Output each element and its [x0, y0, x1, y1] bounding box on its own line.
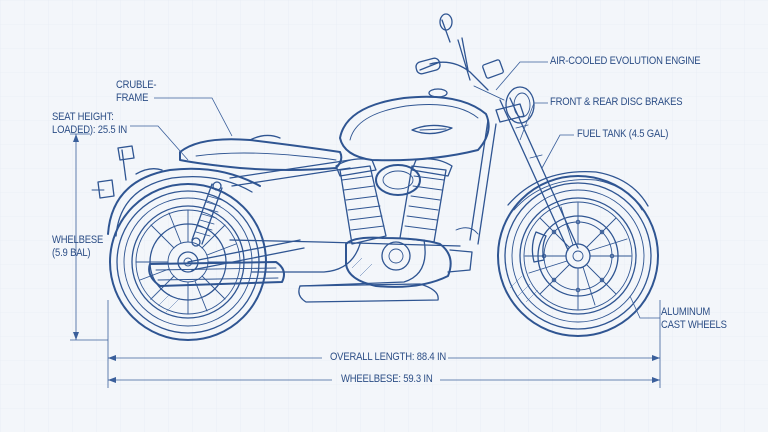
frame-callout-line1: CRUBLE- [116, 79, 157, 91]
dimension-lines [70, 133, 661, 388]
wheels-line2: CAST WHEELS [661, 319, 727, 331]
rear-shock [191, 181, 223, 247]
wheelbase-side-callout: WHELBESE (5.9 BAL) [52, 234, 103, 260]
brakes-callout: FRONT & REAR DISC BRAKES [550, 96, 683, 109]
wheels-line1: ALUMINUM [661, 306, 711, 318]
wheelbase-side-line2: (5.9 BAL) [52, 247, 91, 259]
wheelbase-label: WHEELBESE: 59.3 IN [341, 373, 433, 386]
seat-height-callout: SEAT HEIGHT: LOADED): 25.5 IN [52, 111, 127, 137]
brakes-callout-text: FRONT & REAR DISC BRAKES [550, 96, 683, 108]
seat-height-line1: SEAT HEIGHT: [52, 111, 114, 123]
wheels-callout: ALUMINUM CAST WHEELS [661, 306, 727, 332]
front-wheel [497, 175, 659, 337]
wheelbase-side-line1: WHELBESE [52, 234, 104, 246]
frame-callout: CRUBLE- FRAME [116, 79, 156, 105]
seat-height-line2: LOADED): 25.5 IN [52, 124, 128, 136]
engine-callout: AIR-COOLED EVOLUTION ENGINE [550, 55, 701, 68]
overall-length-label: OVERALL LENGTH: 88.4 IN [330, 351, 446, 364]
fuel-tank-callout: FUEL TANK (4.5 GAL) [577, 128, 668, 141]
overall-length-text: OVERALL LENGTH: 88.4 IN [330, 351, 447, 363]
frame [187, 119, 497, 271]
handlebar-headlight [415, 13, 535, 124]
exhaust [148, 239, 439, 303]
engine-callout-text: AIR-COOLED EVOLUTION ENGINE [550, 55, 701, 67]
wheelbase-text: WHEELBESE: 59.3 IN [341, 373, 433, 385]
leader-lines [130, 61, 660, 319]
frame-callout-line2: FRAME [116, 92, 149, 104]
seat [179, 134, 343, 171]
fuel-tank-callout-text: FUEL TANK (4.5 GAL) [577, 128, 669, 140]
shading [149, 257, 539, 313]
engine [335, 158, 479, 288]
rear-fender [91, 145, 261, 237]
